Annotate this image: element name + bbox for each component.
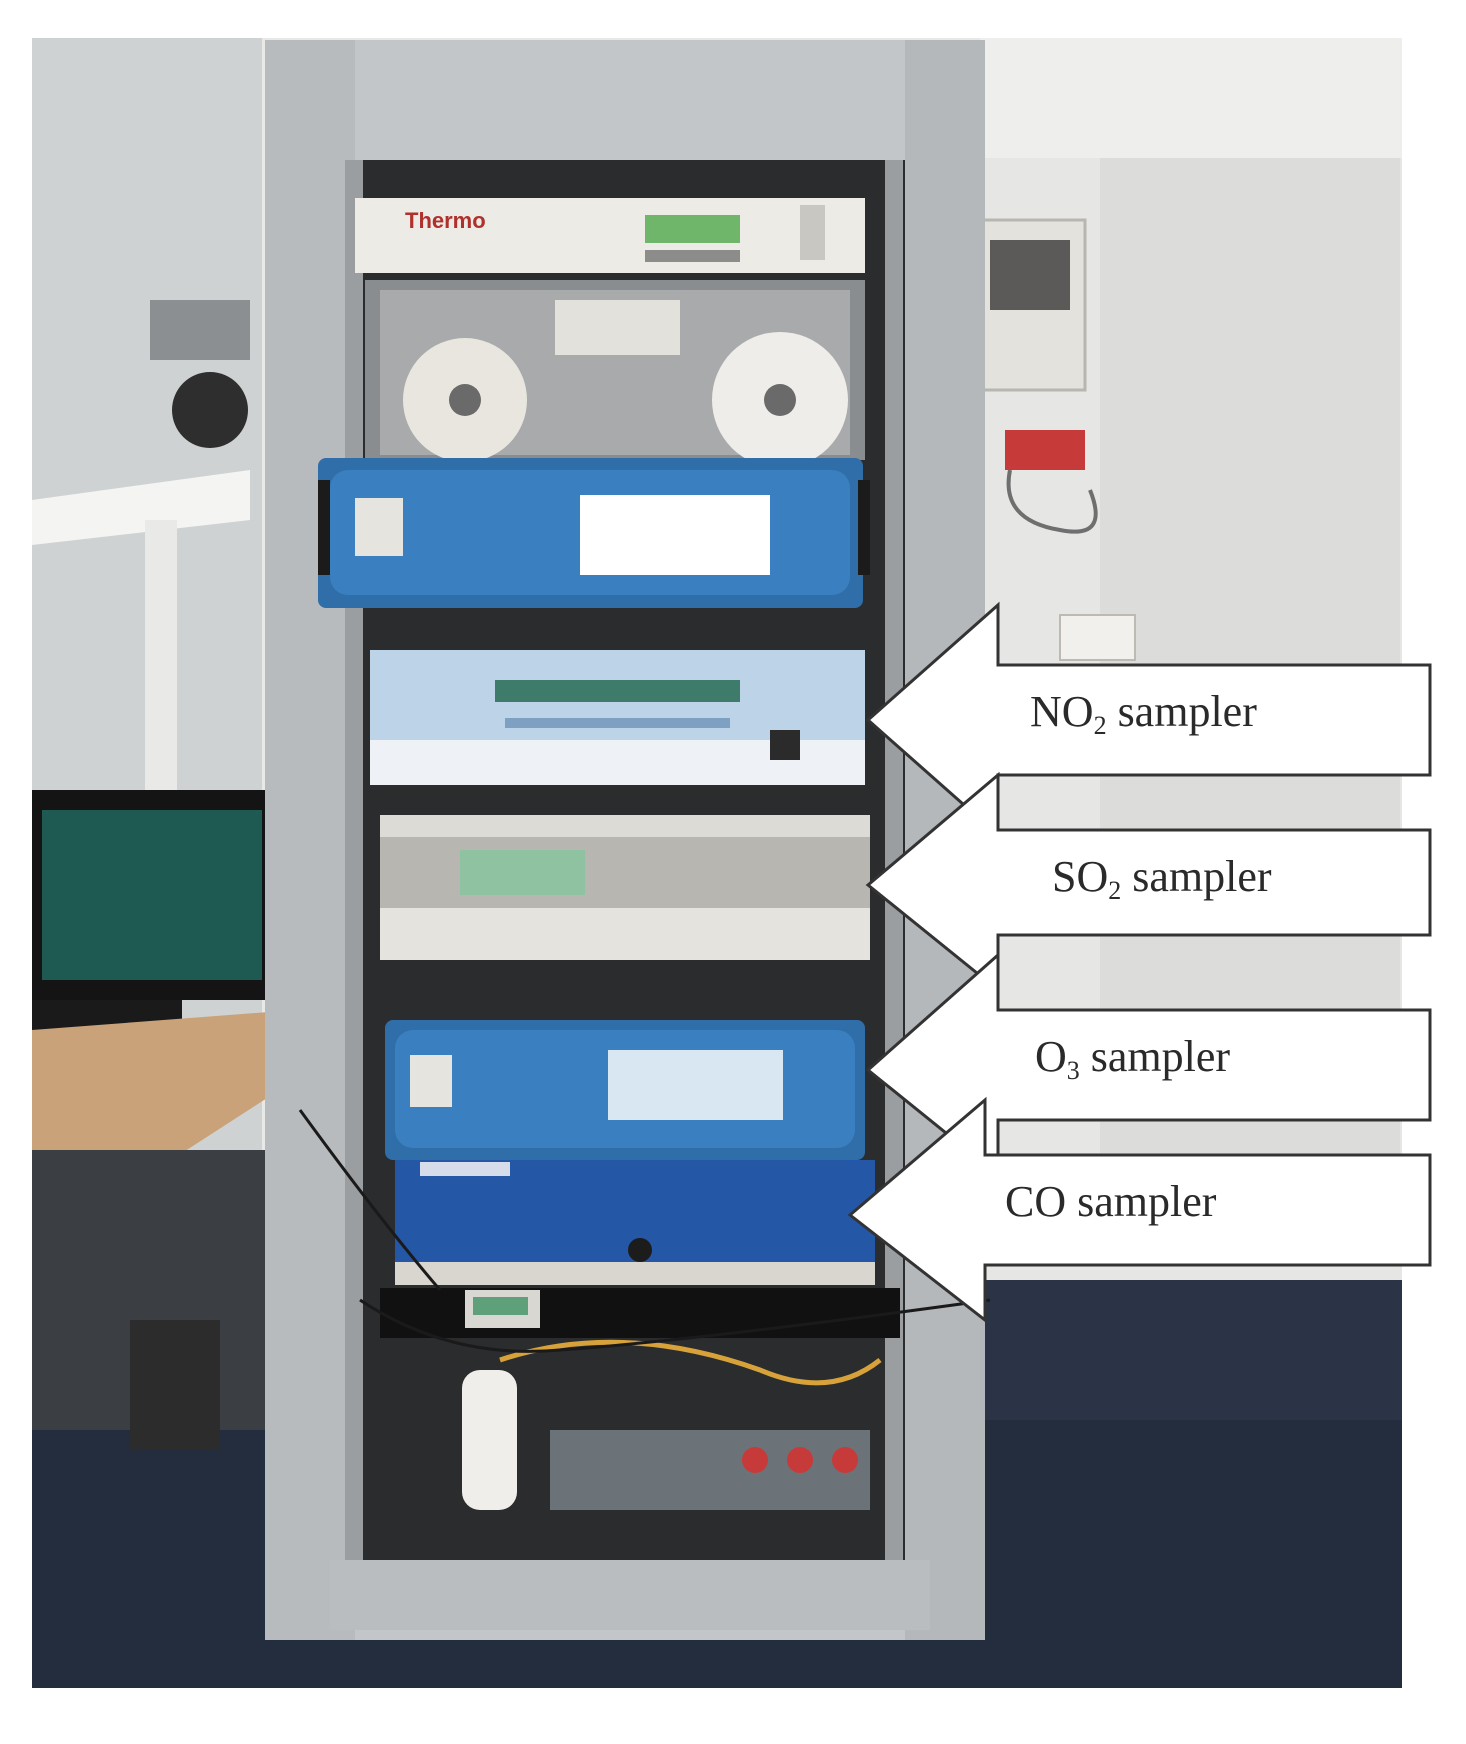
black-cable-1: [298, 1109, 442, 1291]
co-analyzer-tag: [420, 1162, 510, 1176]
rack-base-plinth: [330, 1560, 930, 1630]
sampler-head: [555, 300, 680, 355]
wall-power-socket: [1059, 614, 1136, 661]
so2-callout-label: SO2 sampler: [1052, 852, 1272, 904]
blue-analyzer-top-label: [355, 498, 403, 556]
co-callout-arrow: [847, 1096, 1432, 1324]
red-valve-3: [832, 1447, 858, 1473]
so2-analyzer-display: [460, 850, 585, 895]
so2-suffix: sampler: [1121, 852, 1272, 901]
so2-analyzer-bottom-panel: [380, 908, 870, 960]
co-suffix: sampler: [1066, 1177, 1217, 1226]
thermo-analyzer: [355, 198, 865, 273]
co-analyzer-bottom-strip: [395, 1262, 875, 1285]
breaker-rows: [990, 240, 1070, 310]
bottom-black-unit: [380, 1288, 900, 1338]
o3-callout-label: O3 sampler: [1035, 1032, 1231, 1084]
no2-analyzer-power: [770, 730, 800, 760]
left-shelf-leg: [145, 520, 177, 840]
red-fire-device: [1005, 430, 1085, 470]
left-wall-fixture: [172, 372, 248, 448]
o3-suffix: sampler: [1079, 1032, 1231, 1081]
left-shelf: [32, 470, 250, 545]
no2-analyzer-display: [495, 680, 740, 702]
no2-formula-sub: 2: [1093, 711, 1107, 740]
no2-formula-main: NO: [1030, 687, 1094, 736]
o3-analyzer-label: [410, 1055, 452, 1107]
hanging-cable: [1006, 469, 1098, 534]
bottom-unit-display-lcd: [473, 1297, 528, 1315]
so2-formula-main: SO: [1052, 852, 1109, 901]
blue-analyzer-top-screen: [580, 495, 770, 575]
no2-suffix: sampler: [1106, 687, 1257, 736]
rack-left-rail: [345, 160, 363, 1560]
co-formula-main: CO: [1005, 1177, 1067, 1226]
no2-analyzer-keys: [505, 718, 730, 728]
tubing-bundle: [499, 1339, 882, 1386]
blue-analyzer-top-handle-left: [318, 480, 330, 575]
so2-analyzer-top-strip: [380, 815, 870, 837]
bottom-gas-cylinder: [462, 1370, 517, 1510]
no2-callout-label: NO2 sampler: [1030, 687, 1257, 739]
desk-bin: [130, 1320, 220, 1450]
ceiling-strip: [980, 38, 1402, 158]
left-wall-bracket: [150, 300, 250, 360]
thermo-display: [645, 215, 740, 243]
co-callout-label: CO sampler: [1005, 1180, 1216, 1224]
red-valve-2: [787, 1447, 813, 1473]
blue-analyzer-top-handle-right: [858, 480, 870, 575]
left-reel-hub: [449, 384, 481, 416]
bottom-manifold: [550, 1430, 870, 1510]
so2-formula-sub: 2: [1108, 876, 1122, 905]
o3-formula-main: O: [1035, 1032, 1067, 1081]
o3-formula-sub: 3: [1066, 1056, 1080, 1085]
thermo-vent: [800, 205, 825, 260]
red-valve-1: [742, 1447, 768, 1473]
monitor-screen: [42, 810, 262, 980]
rack-left-door-edge: [265, 40, 355, 1640]
black-cable-2: [359, 1298, 991, 1353]
o3-analyzer-screen: [608, 1050, 783, 1120]
right-reel-hub: [764, 384, 796, 416]
co-analyzer-knob: [628, 1238, 652, 1262]
thermo-brand-label: Thermo: [405, 208, 486, 233]
thermo-buttons: [645, 250, 740, 262]
